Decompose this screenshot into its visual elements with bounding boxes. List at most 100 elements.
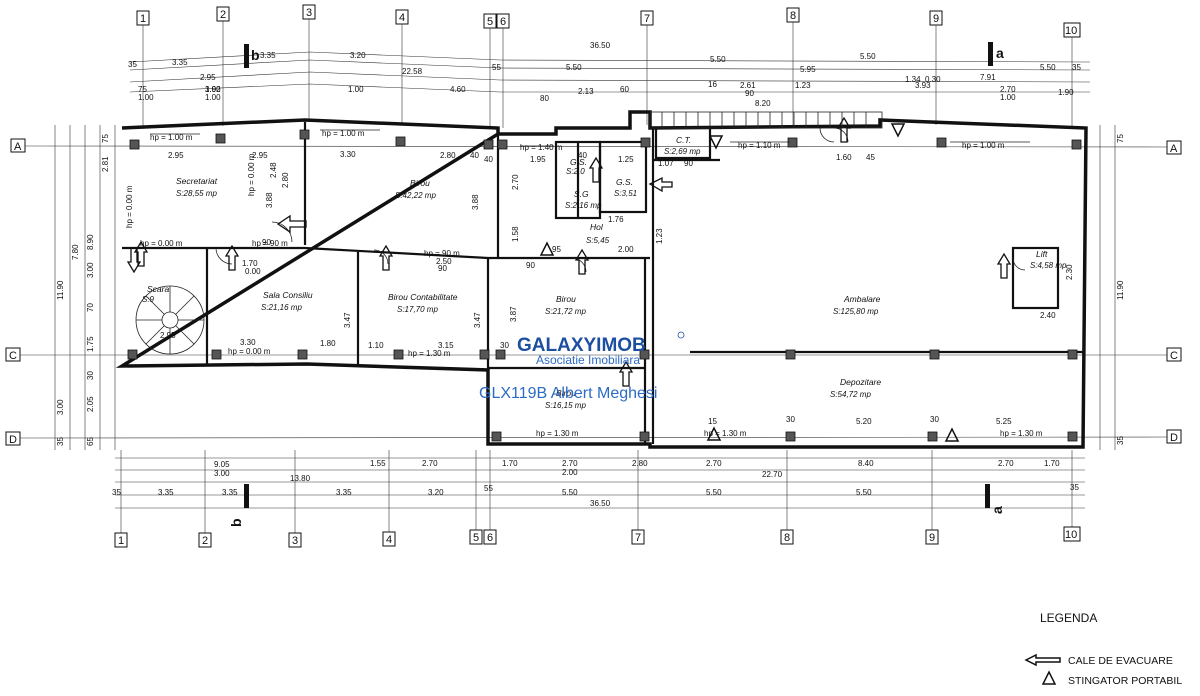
axis-number: 8 [784, 532, 790, 544]
dim: 5.50 [710, 55, 726, 64]
legend: LEGENDA CALE DE EVACUARE STINGATOR PORTA… [1024, 611, 1182, 687]
hp-label: hp = 1.40 m [520, 143, 563, 152]
dim: 8.40 [858, 459, 874, 468]
watermark: GALAXYIMOB Asociatie Imobiliara GLX119B … [479, 331, 685, 402]
hp-label: hp = 90 m [252, 239, 288, 248]
dim: 5.50 [706, 488, 722, 497]
dim: 1.00 [138, 93, 154, 102]
axis-number: 7 [635, 532, 641, 544]
dim: 95 [552, 245, 561, 254]
dim: 2.95 [160, 331, 176, 340]
dim-total: 36.50 [590, 41, 611, 50]
dim: 1.10 [368, 341, 384, 350]
axis-number: 8 [790, 10, 796, 22]
axis-letters: A A C C D D [5, 138, 1182, 446]
legend-label-evacuation: CALE DE EVACUARE [1068, 655, 1173, 667]
dim: 35 [1070, 483, 1079, 492]
axis-number: 10 [1065, 529, 1077, 541]
dim: 45 [866, 153, 875, 162]
hp-label: hp = 0.00 m [140, 239, 183, 248]
dim: 75 [138, 85, 147, 94]
dim: 3.00 [214, 469, 230, 478]
dim: 3.35 [260, 51, 276, 60]
dim: 7.80 [71, 244, 80, 260]
axis-number: 6 [487, 532, 493, 544]
dim: 2.80 [281, 172, 290, 188]
axis-letter: C [1170, 350, 1178, 362]
dim: 3.47 [473, 312, 482, 328]
dim: 2.95 [200, 73, 216, 82]
exterior-walls [115, 110, 1088, 449]
evacuation-arrows [126, 116, 1012, 387]
section-label: a [996, 45, 1004, 61]
dim: 40 [470, 151, 479, 160]
dim: 5.50 [562, 488, 578, 497]
dim: 2.40 [1040, 311, 1056, 320]
legend-title: LEGENDA [1040, 611, 1097, 625]
room-name: Birou [556, 388, 576, 398]
dim: 1.75 [86, 336, 95, 352]
axis-number: 4 [386, 534, 392, 546]
hp-label: hp = 0.00 m [125, 185, 134, 228]
dim: 5.50 [860, 52, 876, 61]
dim: 2.48 [269, 162, 278, 178]
dim: 3.87 [509, 306, 518, 322]
dim: 35 [1116, 436, 1125, 445]
dim: 3.35 [222, 488, 238, 497]
dim: 35 [128, 60, 137, 69]
dim: 90 [745, 89, 754, 98]
dim: 8.20 [755, 99, 771, 108]
dim: 2.50 [436, 257, 452, 266]
hp-label: hp = 1.30 m [704, 429, 747, 438]
room-labels: Secretariat S:28,55 mp Birou S:42,22 mp … [142, 135, 1067, 410]
room-name: Depozitare [840, 377, 881, 387]
axis-letter: A [1170, 143, 1178, 155]
dim: 3.00 [86, 262, 95, 278]
dim: 2.70 [562, 459, 578, 468]
dim: 3.20 [428, 488, 444, 497]
doors [215, 127, 1026, 273]
dim: 5.50 [1040, 63, 1056, 72]
room-name: C.T. [676, 135, 691, 145]
dim: 5.20 [856, 417, 872, 426]
dim: 2.80 [632, 459, 648, 468]
dim: 2.70 [511, 174, 520, 190]
axis-lines-bottom [120, 450, 1073, 533]
dim: 1.23 [655, 228, 664, 244]
dim: 2.70 [706, 459, 722, 468]
dim-total: 36.50 [590, 499, 611, 508]
axis-number: 3 [306, 7, 312, 19]
evacuation-arrow-icon [378, 244, 394, 271]
room-name: Ambalare [843, 294, 881, 304]
dim: 11.90 [1116, 280, 1125, 300]
room-name: Birou [410, 178, 430, 188]
dim: 70 [86, 303, 95, 312]
dim: 2.70 [1000, 85, 1016, 94]
registered-mark-icon [677, 331, 685, 339]
hp-labels: hp = 1.00 m hp = 1.00 m hp = 1.40 m hp =… [125, 129, 1043, 438]
dim: 1.25 [618, 155, 634, 164]
room-name: G.S. [616, 177, 633, 187]
dim: 3.92 [205, 85, 221, 94]
dim: 8.90 [86, 234, 95, 250]
axis-number: 9 [933, 13, 939, 25]
evacuation-arrow-icon [133, 240, 149, 267]
evacuation-arrow-icon [126, 247, 142, 274]
dim: 40 [578, 151, 587, 160]
room-area: S:54,72 mp [830, 390, 871, 399]
dim: 1.00 [348, 85, 364, 94]
dim: 65 [86, 437, 95, 446]
dim: 3.30 [340, 150, 356, 159]
axis-number: 1 [118, 535, 124, 547]
dim: 35 [112, 488, 121, 497]
extinguisher-triangle-icon [890, 123, 906, 138]
dim: 2.80 [440, 151, 456, 160]
room-area: S:21,16 mp [261, 303, 302, 312]
axis-number: 7 [644, 13, 650, 25]
dim: 2.00 [618, 245, 634, 254]
evacuation-arrow-icon [648, 176, 673, 193]
dim: 30 [500, 341, 509, 350]
spiral-stair [135, 285, 205, 355]
evacuation-arrow-icon [276, 214, 307, 234]
dim: 30 [930, 415, 939, 424]
